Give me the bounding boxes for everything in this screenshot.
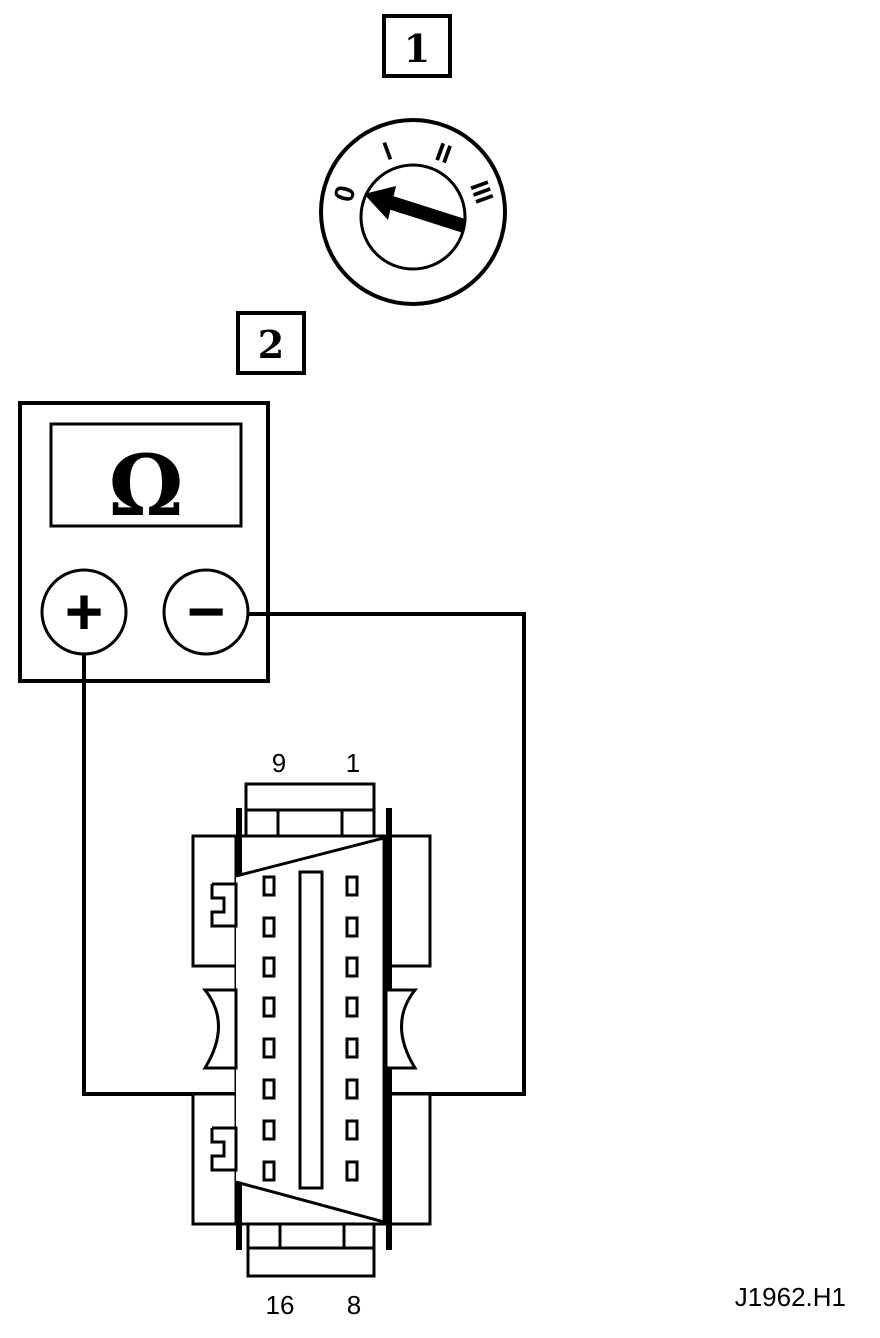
negative-lead <box>248 612 526 1096</box>
pin <box>262 916 276 938</box>
step-1-number: 1 <box>404 26 430 71</box>
j1962-connector <box>191 782 432 1278</box>
pin <box>345 916 359 938</box>
pin <box>345 1078 359 1100</box>
pin <box>262 1078 276 1100</box>
pin-label-8: 8 <box>347 1290 361 1320</box>
key-arrow-icon <box>364 186 467 233</box>
pin <box>345 1119 359 1141</box>
step-2-label: 2 <box>236 311 306 375</box>
pin-row-right <box>345 875 359 1182</box>
pin-label-9: 9 <box>272 748 286 778</box>
negative-terminal: − <box>162 568 250 656</box>
step-2-number: 2 <box>258 322 284 367</box>
pin-label-1: 1 <box>346 748 360 778</box>
pin <box>262 875 276 897</box>
multimeter-display <box>49 422 243 528</box>
ohm-symbol: Ω <box>109 436 184 535</box>
multimeter: Ω + − <box>18 401 270 683</box>
pin <box>262 956 276 978</box>
ignition-switch: 0 I II III <box>319 118 507 306</box>
pin <box>262 1119 276 1141</box>
minus-icon: − <box>187 574 226 648</box>
pin-row-left <box>262 875 276 1182</box>
pin <box>262 996 276 1018</box>
pin <box>345 956 359 978</box>
pin-label-16: 16 <box>266 1290 295 1320</box>
position-0-mark: 0 <box>328 182 362 205</box>
pin <box>262 1160 276 1182</box>
plus-icon: + <box>65 574 104 648</box>
positive-terminal: + <box>40 568 128 656</box>
pin <box>345 996 359 1018</box>
step-1-label: 1 <box>382 14 452 78</box>
pin <box>345 875 359 897</box>
pin <box>262 1037 276 1059</box>
pin <box>345 1160 359 1182</box>
figure-id: J1962.H1 <box>735 1282 846 1312</box>
pin <box>345 1037 359 1059</box>
